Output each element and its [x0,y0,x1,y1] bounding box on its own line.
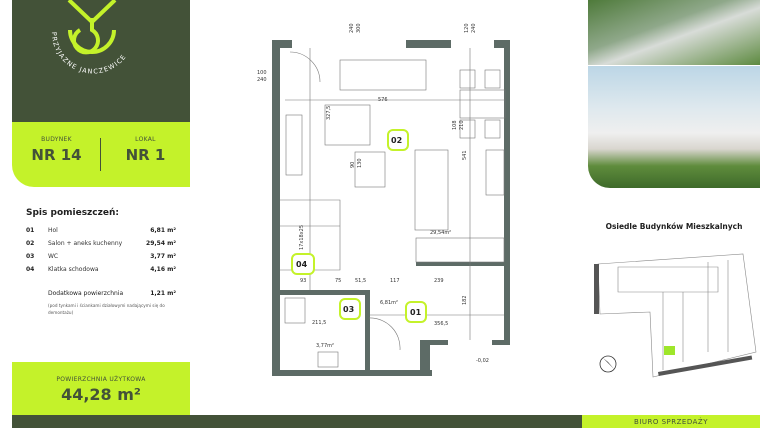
room-number: 04 [26,266,35,273]
room-row: 01 Hol 6,81 m² [26,224,176,237]
extra-area: Dodatkowa powierzchnia 1,21 m² (pod tynka… [48,290,176,316]
dim-label: 576 [378,97,388,103]
room-area: 6,81 m² [150,227,176,234]
floor-plan: 576 327,5 541 100 75 51,5 117 239 93 211… [257,23,510,376]
dim-label: 239 [434,278,444,284]
dim-label: 117 [390,278,400,284]
room-tag-02: 02 [391,136,402,145]
room-tag-04: 04 [296,260,308,269]
unit-info-panel: BUDYNEK NR 14 LOKAL NR 1 [12,122,190,187]
area-label: 29,54m² [430,230,451,236]
window-dim: 210 [459,120,465,130]
room-name: WC [48,253,59,260]
room-name: Salon + aneks kuchenny [48,240,123,247]
window-dim: 300 [356,23,362,33]
usable-area-box: POWIERZCHNIA UŻYTKOWA 44,28 m² [12,362,190,415]
area-label: 3,77m² [316,343,334,349]
room-tag-01: 01 [410,308,422,317]
window-dim: 240 [257,77,267,83]
dim-label: 93 [300,278,306,284]
room-list: Spis pomieszczeń: 01 Hol 6,81 m² 02 Salon +… [26,208,176,276]
room-row: 04 Klatka schodowa 4,16 m² [26,263,176,276]
extra-area-value: 1,21 m² [150,290,176,297]
room-area: 3,77 m² [150,253,176,260]
room-name: Hol [48,227,58,234]
room-number: 03 [26,253,35,260]
window-dim: 240 [349,23,355,33]
dim-label: 327,5 [326,106,332,120]
area-label: 6,81m² [380,300,398,306]
building-number: NR 14 [31,146,82,164]
window-dim: 108 [452,120,458,130]
window-dim: 90 [350,162,356,168]
window-dim: 240 [471,23,477,33]
unit-location-marker [664,346,675,355]
footer-bar [12,415,582,428]
extra-area-note: (pod tynkami i ściankami działowymi nada… [48,303,165,315]
estate-title: Osiedle Budynków Mieszkalnych [605,222,743,231]
room-row: 02 Salon + aneks kuchenny 29,54 m² [26,237,176,250]
extra-area-label: Dodatkowa powierzchnia [48,290,124,297]
window-dim: 120 [464,23,470,33]
window-dim: 100 [257,70,267,76]
sales-office-box: BIURO SPRZEDAŻY [582,415,760,428]
north-arrow-icon [599,355,617,373]
dim-label: 541 [462,150,468,160]
usable-area-label: POWIERZCHNIA UŻYTKOWA [56,376,146,383]
logo-panel: PRZYJAZNE JANCZEWICE [12,0,190,122]
unit-label: LOKAL [135,136,156,143]
room-area: 29,54 m² [146,240,176,247]
room-list-title: Spis pomieszczeń: [26,208,119,218]
dim-label: 75 [335,278,341,284]
level-label: -0,02 [476,358,489,364]
building-label: BUDYNEK [41,136,72,143]
site-plan [594,253,757,378]
window-dim: 130 [357,158,363,168]
room-tag-03: 03 [343,305,354,314]
usable-area-value: 44,28 m² [61,385,141,404]
dim-label: 356,5 [434,321,448,327]
room-number: 01 [26,227,35,234]
room-area: 4,16 m² [150,266,176,273]
dim-label: 51,5 [355,278,366,284]
room-row: 03 WC 3,77 m² [26,250,176,263]
divider [100,138,101,171]
room-name: Klatka schodowa [48,266,99,273]
dim-label: 211,5 [312,320,326,326]
building-render-photo [588,66,760,188]
stairs-label: 17x18x25 [299,225,305,250]
room-number: 02 [26,240,35,247]
unit-number: NR 1 [125,146,166,164]
estate-aerial-photo [588,0,760,65]
brand-logo: PRZYJAZNE JANCZEWICE [50,0,127,76]
dim-label: 182 [462,295,468,305]
